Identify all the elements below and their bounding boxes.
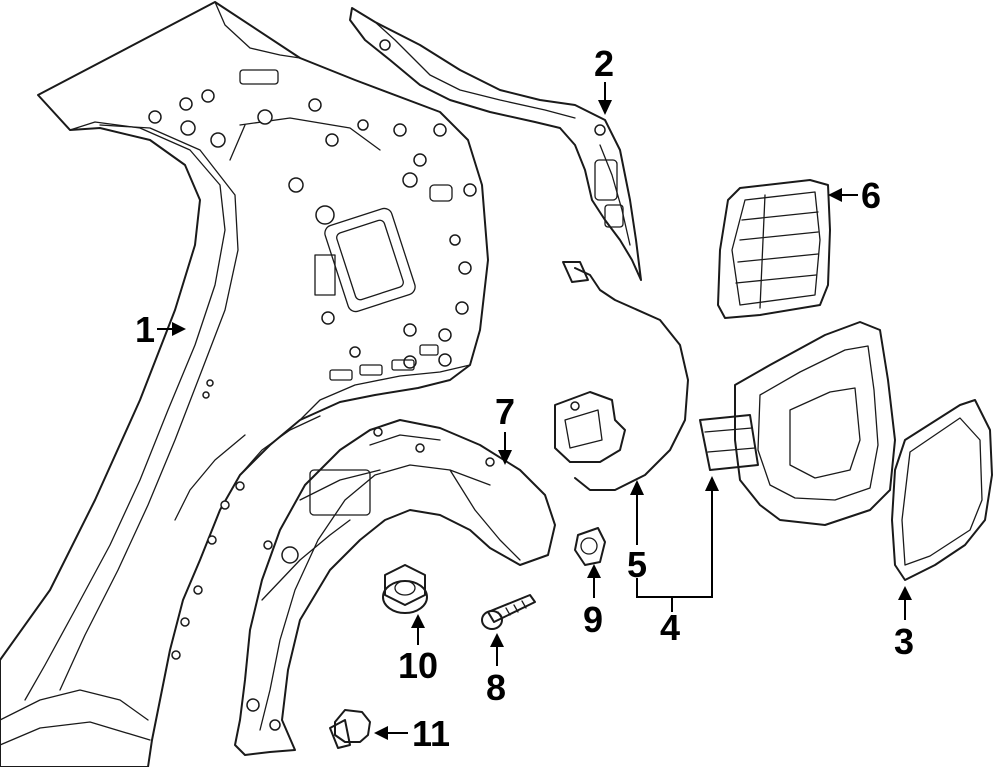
callout-5: 5 — [627, 544, 647, 585]
push-pin — [329, 709, 371, 749]
retainer-clip — [574, 527, 606, 566]
callout-labels: 1 2 3 4 5 6 7 8 9 10 11 — [135, 43, 914, 754]
screw — [481, 594, 536, 630]
callout-8: 8 — [486, 667, 506, 708]
quarter-panel — [0, 1, 489, 767]
callout-3: 3 — [894, 621, 914, 662]
side-bracket — [349, 7, 642, 281]
callout-10: 10 — [398, 645, 438, 686]
callout-9: 9 — [583, 599, 603, 640]
callout-6: 6 — [861, 175, 881, 216]
fuel-door-housing — [699, 321, 896, 526]
air-vent — [717, 179, 831, 319]
leaders — [157, 82, 912, 740]
flange-nut — [382, 564, 428, 614]
fuel-door — [891, 399, 993, 581]
callout-1: 1 — [135, 309, 155, 350]
callout-7: 7 — [495, 391, 515, 432]
fuel-door-actuator — [554, 261, 689, 491]
wheel-liner — [234, 419, 556, 756]
callout-4: 4 — [660, 607, 680, 648]
callout-2: 2 — [594, 43, 614, 84]
callout-11: 11 — [412, 713, 450, 754]
